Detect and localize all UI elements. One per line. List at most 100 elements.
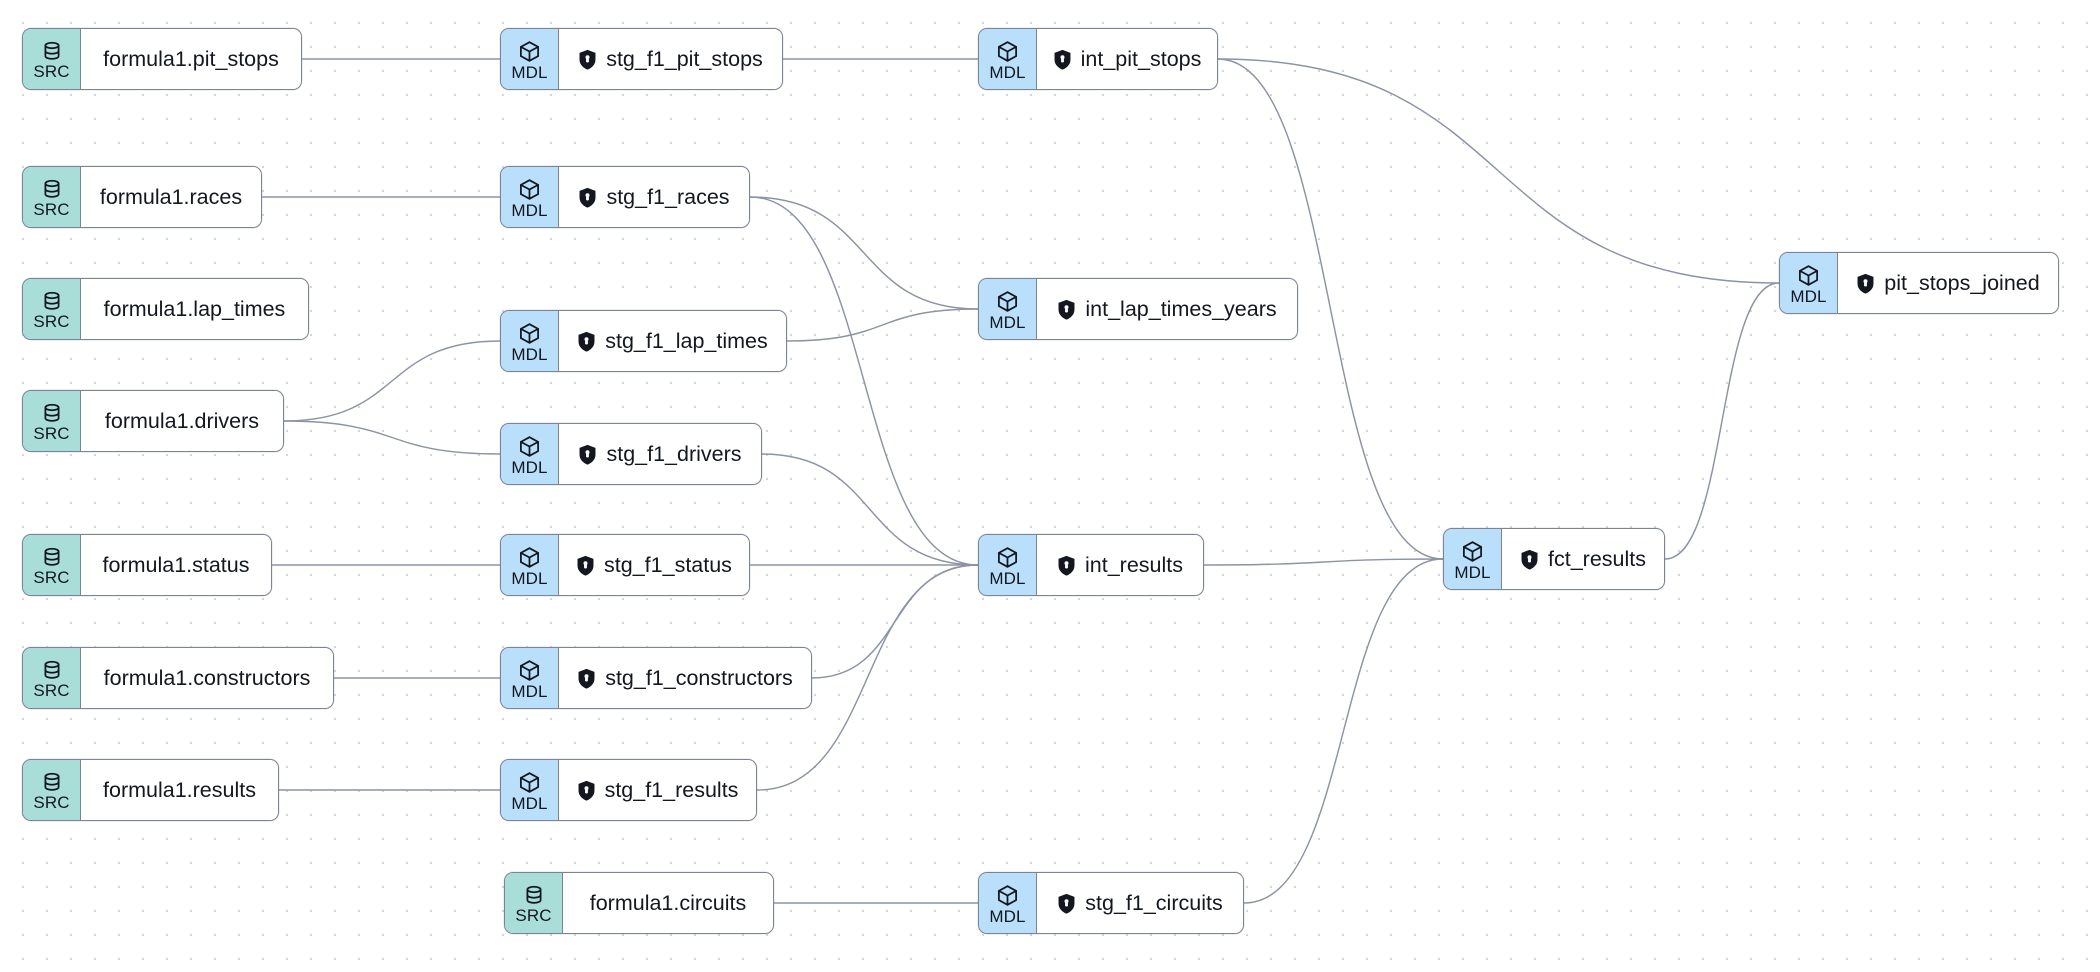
shield-icon — [576, 555, 595, 576]
shield-icon — [1057, 893, 1076, 914]
node-label: stg_f1_constructors — [605, 666, 793, 690]
graph-node-src_races[interactable]: SRC formula1.races — [22, 166, 262, 228]
shield-icon — [577, 668, 596, 689]
shield-icon — [1520, 549, 1539, 570]
badge-label: MDL — [989, 312, 1026, 332]
cube-icon — [518, 435, 541, 458]
database-icon — [41, 402, 63, 424]
node-body: pit_stops_joined — [1838, 253, 2058, 313]
badge-label: MDL — [511, 344, 548, 364]
graph-node-src_drivers[interactable]: SRC formula1.drivers — [22, 390, 284, 452]
shield-icon — [578, 49, 597, 70]
node-body: stg_f1_pit_stops — [559, 29, 782, 89]
model-badge: MDL — [979, 29, 1037, 89]
node-label: formula1.drivers — [104, 409, 260, 433]
model-badge: MDL — [501, 167, 559, 227]
cube-icon — [518, 771, 541, 794]
model-badge: MDL — [1444, 529, 1502, 589]
node-label: fct_results — [1548, 547, 1646, 571]
source-badge: SRC — [23, 29, 81, 89]
source-badge: SRC — [505, 873, 563, 933]
node-body: stg_f1_circuits — [1037, 873, 1243, 933]
node-body: formula1.results — [81, 760, 278, 820]
cube-icon — [1797, 264, 1820, 287]
model-badge: MDL — [979, 535, 1037, 595]
graph-node-int_pit_stops[interactable]: MDL int_pit_stops — [978, 28, 1218, 90]
node-body: formula1.lap_times — [81, 279, 308, 339]
cube-icon — [996, 546, 1019, 569]
graph-node-src_lap_times[interactable]: SRC formula1.lap_times — [22, 278, 309, 340]
badge-label: SRC — [33, 312, 70, 331]
cube-icon — [996, 40, 1019, 63]
cube-icon — [996, 290, 1019, 313]
graph-node-fct_results[interactable]: MDL fct_results — [1443, 528, 1665, 590]
source-badge: SRC — [23, 535, 81, 595]
edge-stg_constructors-to-int_results — [811, 564, 979, 679]
model-badge: MDL — [979, 873, 1037, 933]
model-badge: MDL — [979, 279, 1037, 339]
badge-label: SRC — [33, 568, 70, 587]
graph-node-src_circuits[interactable]: SRC formula1.circuits — [504, 872, 774, 934]
node-body: formula1.races — [81, 167, 261, 227]
node-body: stg_f1_status — [559, 535, 749, 595]
node-label: formula1.status — [102, 553, 250, 577]
cube-icon — [518, 178, 541, 201]
node-label: stg_f1_pit_stops — [606, 47, 763, 71]
node-body: stg_f1_constructors — [559, 648, 811, 708]
graph-node-stg_circuits[interactable]: MDL stg_f1_circuits — [978, 872, 1244, 934]
badge-label: MDL — [511, 62, 548, 82]
node-label: formula1.results — [103, 778, 256, 802]
node-label: formula1.lap_times — [103, 297, 286, 321]
model-badge: MDL — [501, 424, 559, 484]
graph-node-src_status[interactable]: SRC formula1.status — [22, 534, 272, 596]
node-body: stg_f1_drivers — [559, 424, 761, 484]
database-icon — [41, 290, 63, 312]
shield-icon — [577, 780, 596, 801]
node-body: formula1.pit_stops — [81, 29, 301, 89]
badge-label: SRC — [515, 906, 552, 925]
badge-label: SRC — [33, 62, 70, 81]
model-badge: MDL — [501, 29, 559, 89]
shield-icon — [1057, 555, 1076, 576]
graph-node-src_constructors[interactable]: SRC formula1.constructors — [22, 647, 334, 709]
shield-icon — [578, 444, 597, 465]
node-label: stg_f1_circuits — [1085, 891, 1223, 915]
node-label: formula1.races — [99, 185, 243, 209]
shield-icon — [1856, 273, 1875, 294]
edge-src_drivers-to-stg_lap_times — [283, 340, 501, 422]
cube-icon — [1461, 540, 1484, 563]
node-label: stg_f1_lap_times — [605, 329, 768, 353]
graph-node-src_pit_stops[interactable]: SRC formula1.pit_stops — [22, 28, 302, 90]
graph-node-src_results[interactable]: SRC formula1.results — [22, 759, 279, 821]
node-label: stg_f1_races — [606, 185, 730, 209]
database-icon — [523, 884, 545, 906]
node-body: formula1.drivers — [81, 391, 283, 451]
badge-label: MDL — [511, 568, 548, 588]
graph-node-stg_status[interactable]: MDL stg_f1_status — [500, 534, 750, 596]
shield-icon — [577, 331, 596, 352]
database-icon — [41, 178, 63, 200]
node-label: int_pit_stops — [1080, 47, 1202, 71]
graph-node-int_lap_times_years[interactable]: MDL int_lap_times_years — [978, 278, 1298, 340]
shield-icon — [1057, 299, 1076, 320]
badge-label: SRC — [33, 681, 70, 700]
cube-icon — [518, 322, 541, 345]
source-badge: SRC — [23, 391, 81, 451]
node-label: formula1.constructors — [103, 666, 311, 690]
badge-label: MDL — [511, 200, 548, 220]
graph-node-stg_pit_stops[interactable]: MDL stg_f1_pit_stops — [500, 28, 783, 90]
cube-icon — [518, 40, 541, 63]
badge-label: SRC — [33, 793, 70, 812]
node-body: int_lap_times_years — [1037, 279, 1297, 339]
node-body: formula1.circuits — [563, 873, 773, 933]
model-badge: MDL — [501, 535, 559, 595]
source-badge: SRC — [23, 167, 81, 227]
graph-node-stg_races[interactable]: MDL stg_f1_races — [500, 166, 750, 228]
graph-node-stg_lap_times[interactable]: MDL stg_f1_lap_times — [500, 310, 787, 372]
